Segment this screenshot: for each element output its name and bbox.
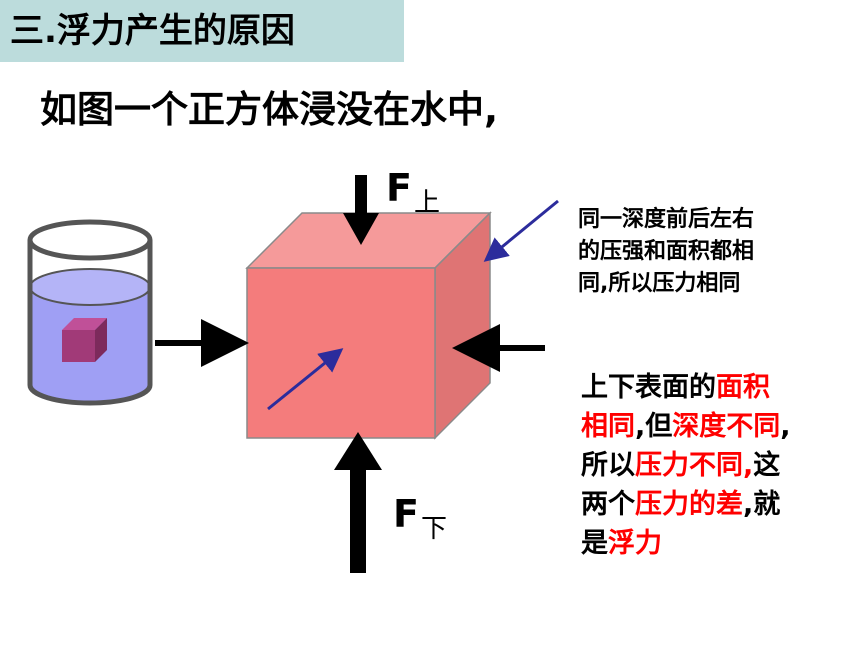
arrow-up-bottom [334,432,382,573]
title-banner: 三.浮力产生的原因 [0,0,404,62]
beaker-base [27,384,153,406]
beaker-rim [27,219,153,261]
cube-front-face [246,267,436,439]
inside-pointer-arrow [267,348,344,411]
side-pressure-note: 同一深度前后左右 的压强和面积都相 同,所以压力相同 [578,207,755,296]
subtitle: 如图一个正方体浸没在水中, [40,88,499,131]
force-top-label: F上 [386,166,440,218]
water-surface [29,268,151,306]
submerged-small-cube [62,318,107,362]
submerged-cube [245,211,492,440]
force-bottom-label: F下 [393,492,447,544]
slide-title: 三.浮力产生的原因 [10,11,295,51]
side-pointer-arrow [483,199,559,262]
arrow-down-top [343,175,379,245]
buoyancy-explanation: 上下表面的面积 相同,但深度不同, 所以压力不同,这 两个压力的差,就 是浮力 [581,372,791,559]
beaker [27,219,153,406]
